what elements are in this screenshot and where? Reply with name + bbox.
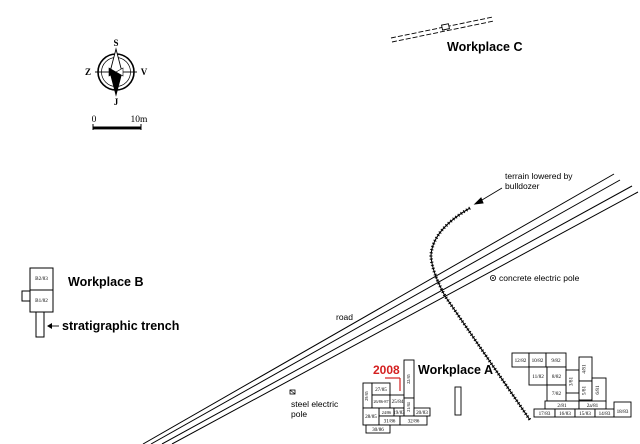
cell-label: 10/82 [532,358,544,364]
cell-label: 27/85 [375,387,387,393]
compass-label-right: V [141,67,148,77]
trench-b1-label: B1/82 [35,298,48,304]
cell-label: 25/84 [392,399,404,405]
cell-label: 24/86 [382,410,392,415]
cell-label: 6/81 [595,385,601,395]
stratigraphic-trench-label: stratigraphic trench [62,319,179,333]
terrain-edge [429,206,532,421]
compass-label-left: Z [85,67,91,77]
cell-label: 9/82 [551,358,561,364]
compass-label-top: S [113,38,118,48]
workplace-a-east-grid [511,352,632,418]
cell-label: 30/86 [372,427,384,433]
terrain-label-1: terrain lowered by [505,171,573,181]
compass-icon [95,47,137,97]
concrete-pole-label: concrete electric pole [499,273,580,283]
cell-label: 29/85 [364,391,369,401]
cell-label: 22/85 [406,374,411,384]
workplace-b-trench [21,267,54,338]
scale-bar [92,124,142,130]
concrete-pole-icon [489,274,496,281]
cell-label: 14/83 [599,411,611,417]
cell-label: 8/82 [552,374,562,380]
cell-label: 16/83 [559,411,571,417]
terrain-arrow [473,187,503,205]
cell-label: 26/86-87 [373,399,388,404]
scale-bar-start: 0 [92,115,97,125]
cell-label: 3/81 [569,376,575,386]
workplace-a-label: Workplace A [418,363,493,377]
steel-pole-label-1: steel electric [291,399,339,409]
cell-label: 18/83 [617,409,629,415]
scale-bar-end: 10m [131,115,149,125]
trench-arrow-icon [47,323,59,329]
road-label: road [336,312,353,322]
cell-label: 11/82 [532,374,544,380]
compass-label-bottom: J [114,97,119,107]
cell-label: 28/85 [365,414,377,420]
workplace-c-trench [390,16,495,43]
workplace-a-west-grid [362,359,462,434]
cell-label: 19/83 [393,410,405,416]
cell-label: 31/86 [384,419,396,425]
year-2008-label: 2008 [373,363,400,377]
cell-label: 32/86 [408,419,420,425]
steel-pole-icon [289,389,296,395]
cell-label: 12/82 [515,358,527,364]
cell-label: 20/83 [416,410,428,416]
cell-label: 5/81 [582,385,588,395]
cell-label: 21/84 [406,401,411,411]
steel-pole-label-2: pole [291,409,307,419]
cell-label: 4/81 [582,364,588,374]
road [142,173,639,444]
cell-label: 2a/81 [587,403,599,409]
terrain-label-2: bulldozer [505,181,540,191]
workplace-c-label: Workplace C [447,40,523,54]
trench-b2-label: B2/83 [35,276,48,282]
cell-label: 17/83 [539,411,551,417]
cell-label: 7/82 [552,391,562,397]
year-marker [385,377,401,391]
cell-label: 15/83 [579,411,591,417]
cell-label: 2/81 [557,403,567,409]
workplace-b-label: Workplace B [68,275,144,289]
